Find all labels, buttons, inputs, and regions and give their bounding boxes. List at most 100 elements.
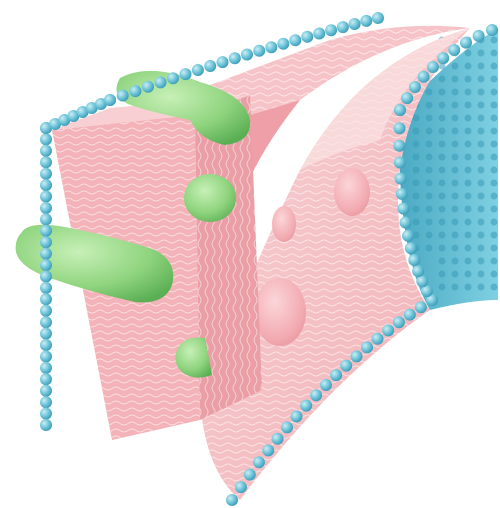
head-bead [40,419,52,431]
wall-bead [439,284,446,291]
wall-bead [465,102,472,109]
wall-bead [478,50,485,57]
wall-bead [439,258,446,265]
wall-bead [426,206,433,213]
head-bead [40,305,52,317]
wall-bead [426,154,433,161]
wall-bead [452,115,459,122]
head-bead [325,24,337,36]
wall-bead [465,115,472,122]
wall-bead [478,141,485,148]
wall-bead [452,284,459,291]
head-bead [409,81,421,93]
head-bead [244,469,256,481]
wall-bead [452,89,459,96]
wall-bead [439,128,446,135]
head-bead [40,179,52,191]
head-bead [40,145,52,157]
head-bead [40,271,52,283]
wall-bead [478,89,485,96]
head-bead [394,104,406,116]
wall-bead [491,115,498,122]
wall-bead [491,206,498,213]
head-bead [372,12,384,24]
head-bead [448,44,460,56]
membrane-pit [272,206,296,242]
head-bead [265,41,277,53]
wall-bead [478,180,485,187]
head-bead [40,385,52,397]
wall-bead [452,245,459,252]
wall-bead [491,89,498,96]
wall-bead [413,115,420,122]
head-bead [437,52,449,64]
wall-bead [478,63,485,70]
wall-bead [452,141,459,148]
wall-bead [491,245,498,252]
wall-bead [413,167,420,174]
wall-bead [465,63,472,70]
wall-bead [413,141,420,148]
wall-bead [439,154,446,161]
wall-bead [478,115,485,122]
head-bead [427,61,439,73]
wall-bead [426,219,433,226]
head-bead [361,341,373,353]
head-bead [394,157,406,169]
wall-bead [439,115,446,122]
head-bead [277,38,289,50]
wall-bead [439,167,446,174]
wall-bead [465,89,472,96]
wall-bead [491,76,498,83]
wall-bead [478,167,485,174]
wall-bead [465,76,472,83]
head-bead [473,30,485,42]
head-bead [40,316,52,328]
wall-bead [452,193,459,200]
head-bead [281,421,293,433]
wall-bead [478,284,485,291]
wall-bead [478,154,485,161]
head-bead [401,92,413,104]
head-bead [40,373,52,385]
membrane-pit [254,278,306,346]
wall-bead [478,232,485,239]
head-bead [40,225,52,237]
head-bead [396,188,408,200]
head-bead [340,360,352,372]
head-bead [40,248,52,260]
head-bead [40,362,52,374]
wall-bead [478,258,485,265]
head-bead [167,72,179,84]
wall-bead [465,206,472,213]
wall-bead [491,50,498,57]
wall-bead [413,219,420,226]
head-bead [235,481,247,493]
wall-bead [413,193,420,200]
wall-bead [413,128,420,135]
wall-bead [465,284,472,291]
head-bead [400,217,412,229]
head-bead [40,259,52,271]
wall-bead [426,128,433,135]
wall-bead [491,128,498,135]
wall-bead [478,193,485,200]
wall-bead [465,219,472,226]
wall-bead [491,154,498,161]
head-bead [40,133,52,145]
wall-bead [426,245,433,252]
wall-bead [439,193,446,200]
head-bead [351,350,363,362]
head-bead [404,309,416,321]
wall-bead [439,141,446,148]
membrane-pit [334,168,370,216]
wall-bead [491,232,498,239]
wall-bead [452,63,459,70]
wall-bead [491,258,498,265]
head-bead [349,18,361,30]
wall-bead [439,245,446,252]
head-bead [262,444,274,456]
wall-bead [465,193,472,200]
head-bead [155,76,167,88]
